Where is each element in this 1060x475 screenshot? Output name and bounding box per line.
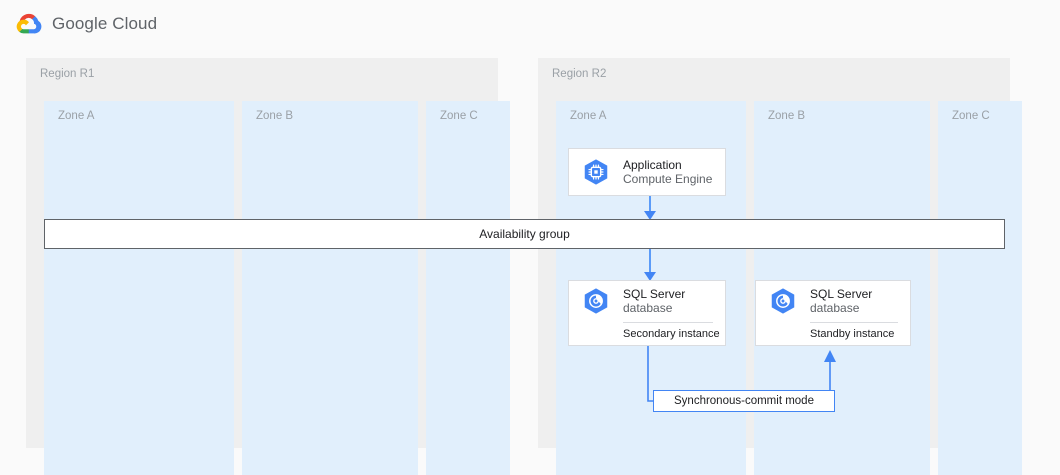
node-application-subtitle: Compute Engine bbox=[623, 172, 713, 186]
region-r1-zone-b-label: Zone B bbox=[256, 110, 294, 122]
availability-group-bar: Availability group bbox=[44, 219, 1005, 249]
region-r1-zone-a: Zone A bbox=[44, 101, 234, 475]
synchronous-commit-mode-label: Synchronous-commit mode bbox=[653, 390, 835, 412]
region-r1: Region R1 Zone A Zone B Zone C bbox=[26, 58, 510, 475]
node-sql-standby[interactable]: SQL Server database Standby instance bbox=[755, 280, 911, 346]
availability-group-label: Availability group bbox=[479, 227, 570, 241]
google-cloud-logo-icon bbox=[16, 11, 42, 37]
region-r2-zone-c: Zone C bbox=[938, 101, 1022, 475]
region-r2-zone-a-label: Zone A bbox=[570, 110, 607, 122]
sql-server-database-icon bbox=[768, 286, 798, 316]
region-r1-zone-c-label: Zone C bbox=[440, 110, 478, 122]
compute-engine-icon bbox=[581, 157, 611, 187]
region-r2-zone-c-label: Zone C bbox=[952, 110, 990, 122]
region-r1-zone-b: Zone B bbox=[242, 101, 418, 475]
region-r2-label: Region R2 bbox=[552, 68, 607, 80]
node-sql-secondary-divider bbox=[623, 322, 713, 323]
node-sql-standby-subtitle: database bbox=[810, 301, 860, 315]
node-sql-secondary-title: SQL Server bbox=[623, 287, 686, 301]
node-sql-standby-text: SQL Server database bbox=[810, 287, 872, 315]
node-sql-standby-footer: Standby instance bbox=[810, 328, 895, 340]
region-r1-label: Region R1 bbox=[40, 68, 95, 80]
node-sql-standby-divider bbox=[810, 322, 898, 323]
node-application-title: Application bbox=[623, 158, 682, 172]
node-sql-secondary[interactable]: SQL Server database Secondary instance bbox=[568, 280, 726, 346]
node-application[interactable]: Application Compute Engine bbox=[568, 148, 726, 196]
node-application-main: Application Compute Engine bbox=[581, 157, 713, 187]
app-header: Google Cloud bbox=[0, 0, 1060, 48]
sql-server-database-icon bbox=[581, 286, 611, 316]
region-r2-zone-b-label: Zone B bbox=[768, 110, 806, 122]
node-application-text: Application Compute Engine bbox=[623, 158, 712, 186]
google-cloud-wordmark: Google Cloud bbox=[52, 14, 158, 33]
synchronous-commit-mode-text: Synchronous-commit mode bbox=[674, 395, 814, 407]
region-r1-zone-c: Zone C bbox=[426, 101, 510, 475]
region-r1-zone-a-label: Zone A bbox=[58, 110, 95, 122]
node-sql-secondary-text: SQL Server database bbox=[623, 287, 685, 315]
node-sql-secondary-main: SQL Server database bbox=[581, 286, 713, 316]
node-sql-secondary-footer: Secondary instance bbox=[623, 328, 720, 340]
node-sql-standby-main: SQL Server database bbox=[768, 286, 898, 316]
node-sql-secondary-subtitle: database bbox=[623, 301, 673, 315]
node-sql-standby-title: SQL Server bbox=[810, 287, 873, 301]
